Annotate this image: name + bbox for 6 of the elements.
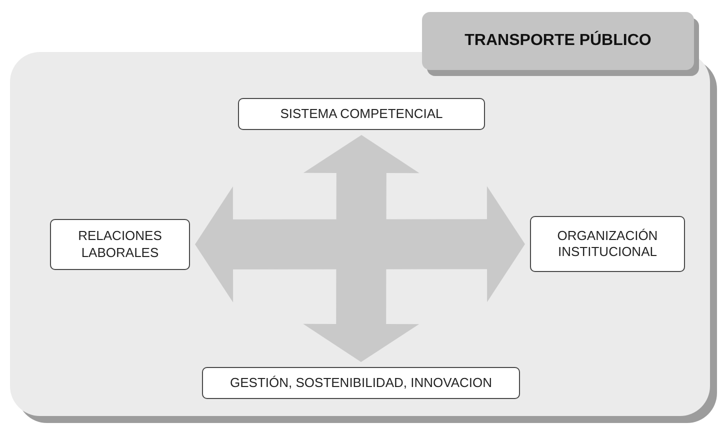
topic-box: ORGANIZACIÓN INSTITUCIONAL [530,216,685,272]
double-arrow [195,186,525,302]
topic-box: RELACIONES LABORALES [50,219,190,270]
topic-box: SISTEMA COMPETENCIAL [238,98,485,130]
title-tab: TRANSPORTE PÚBLICO [422,12,694,70]
topic-box: GESTIÓN, SOSTENIBILIDAD, INNOVACION [202,367,520,399]
